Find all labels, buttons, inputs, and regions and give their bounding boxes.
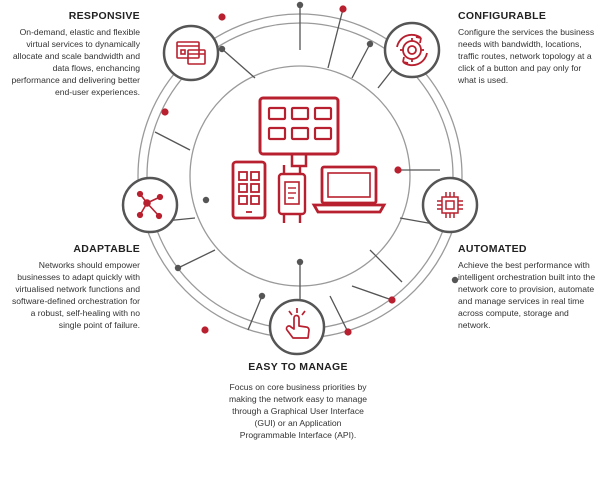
gear-cycle-icon <box>383 21 441 79</box>
easy-to-manage-title: EASY TO MANAGE <box>248 361 348 373</box>
hand-click-icon <box>268 298 326 356</box>
devices-icon <box>231 96 387 223</box>
processor-chip-icon <box>421 176 479 234</box>
network-nodes-icon <box>121 176 179 234</box>
adaptable-block: ADAPTABLE Networks should empower busine… <box>8 243 140 331</box>
dot <box>201 326 209 334</box>
adaptable-title: ADAPTABLE <box>73 243 140 255</box>
dot <box>451 276 459 284</box>
watch-icon <box>277 165 307 223</box>
dot <box>394 166 402 174</box>
dot <box>366 40 374 48</box>
spoke-left-a <box>154 131 191 151</box>
browser-windows-icon <box>162 24 220 82</box>
spoke-lower-right-a <box>329 295 349 333</box>
responsive-title: RESPONSIVE <box>68 10 140 22</box>
phone-icon <box>231 160 267 220</box>
easy-to-manage-block: EASY TO MANAGE Focus on core business pr… <box>228 361 368 441</box>
configurable-title: CONFIGURABLE <box>458 10 547 22</box>
dot <box>218 45 226 53</box>
automated-title: AUTOMATED <box>458 243 527 255</box>
dot <box>339 5 347 13</box>
laptop-icon <box>311 165 387 214</box>
spoke-bottom-left <box>247 295 263 331</box>
adaptable-description: Networks should empower businesses to ad… <box>11 260 140 330</box>
automated-block: AUTOMATED Achieve the best performance w… <box>458 243 596 331</box>
dot <box>174 264 182 272</box>
spoke-upper-right-a <box>351 43 371 79</box>
spoke-bottom-right <box>351 285 393 301</box>
dot <box>296 258 304 266</box>
responsive-description: On-demand, elastic and flexible virtual … <box>11 27 140 97</box>
configurable-block: CONFIGURABLE Configure the services the … <box>458 10 596 86</box>
dot <box>161 108 169 116</box>
configurable-description: Configure the services the business need… <box>458 27 595 85</box>
dot <box>388 296 396 304</box>
spoke-upper-left <box>221 48 256 79</box>
easy-to-manage-description: Focus on core business priorities by mak… <box>228 382 368 440</box>
spoke-top-right <box>327 8 344 69</box>
spoke-lower-right-b <box>369 249 403 283</box>
dot <box>344 328 352 336</box>
dot <box>218 13 226 21</box>
automated-description: Achieve the best performance with intell… <box>458 260 596 330</box>
dot <box>202 196 210 204</box>
spoke-lower-left <box>177 249 216 269</box>
responsive-block: RESPONSIVE On-demand, elastic and flexib… <box>8 10 140 98</box>
monitor-icon <box>258 96 340 156</box>
dot <box>258 292 266 300</box>
dot <box>296 1 304 9</box>
